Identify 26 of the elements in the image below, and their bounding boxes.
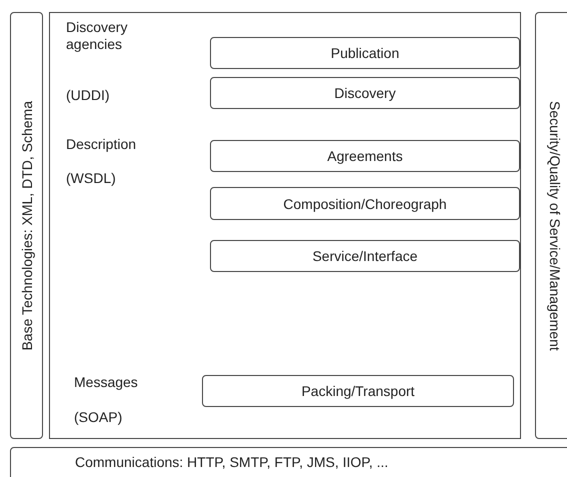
layer-label: Base Technologies: XML, DTD, Schema: [18, 100, 34, 350]
layer-title: Description: [66, 136, 138, 153]
layer-label: Communications: HTTP, SMTP, FTP, JMS, IIOP, ...: [75, 454, 388, 470]
side-layer-bar: [535, 12, 567, 439]
box-label: Service/Interface: [312, 248, 418, 264]
function-box: [210, 37, 520, 69]
standard-label: (SOAP): [74, 409, 124, 426]
function-box: [210, 140, 520, 172]
standard-label: (UDDI): [66, 87, 111, 104]
function-box: [210, 187, 520, 220]
function-box: [202, 375, 514, 407]
box-label: Composition/Choreograph: [283, 196, 447, 212]
box-label: Discovery: [334, 85, 396, 101]
function-box: [210, 240, 520, 272]
layer-label: Security/Quality of Service/Management: [547, 100, 563, 350]
function-box: [210, 77, 520, 109]
base-layer-bar: [10, 447, 567, 477]
layer-band: [49, 352, 521, 439]
standard-label: (WSDL): [66, 170, 117, 187]
box-label: Packing/Transport: [301, 383, 415, 399]
side-layer-bar: [10, 12, 43, 439]
layer-title: Messages: [74, 374, 139, 391]
box-label: Publication: [330, 45, 400, 61]
box-label: Agreements: [327, 148, 403, 164]
layer-title: Discovery agencies: [66, 19, 128, 53]
layer-band: [49, 12, 521, 125]
